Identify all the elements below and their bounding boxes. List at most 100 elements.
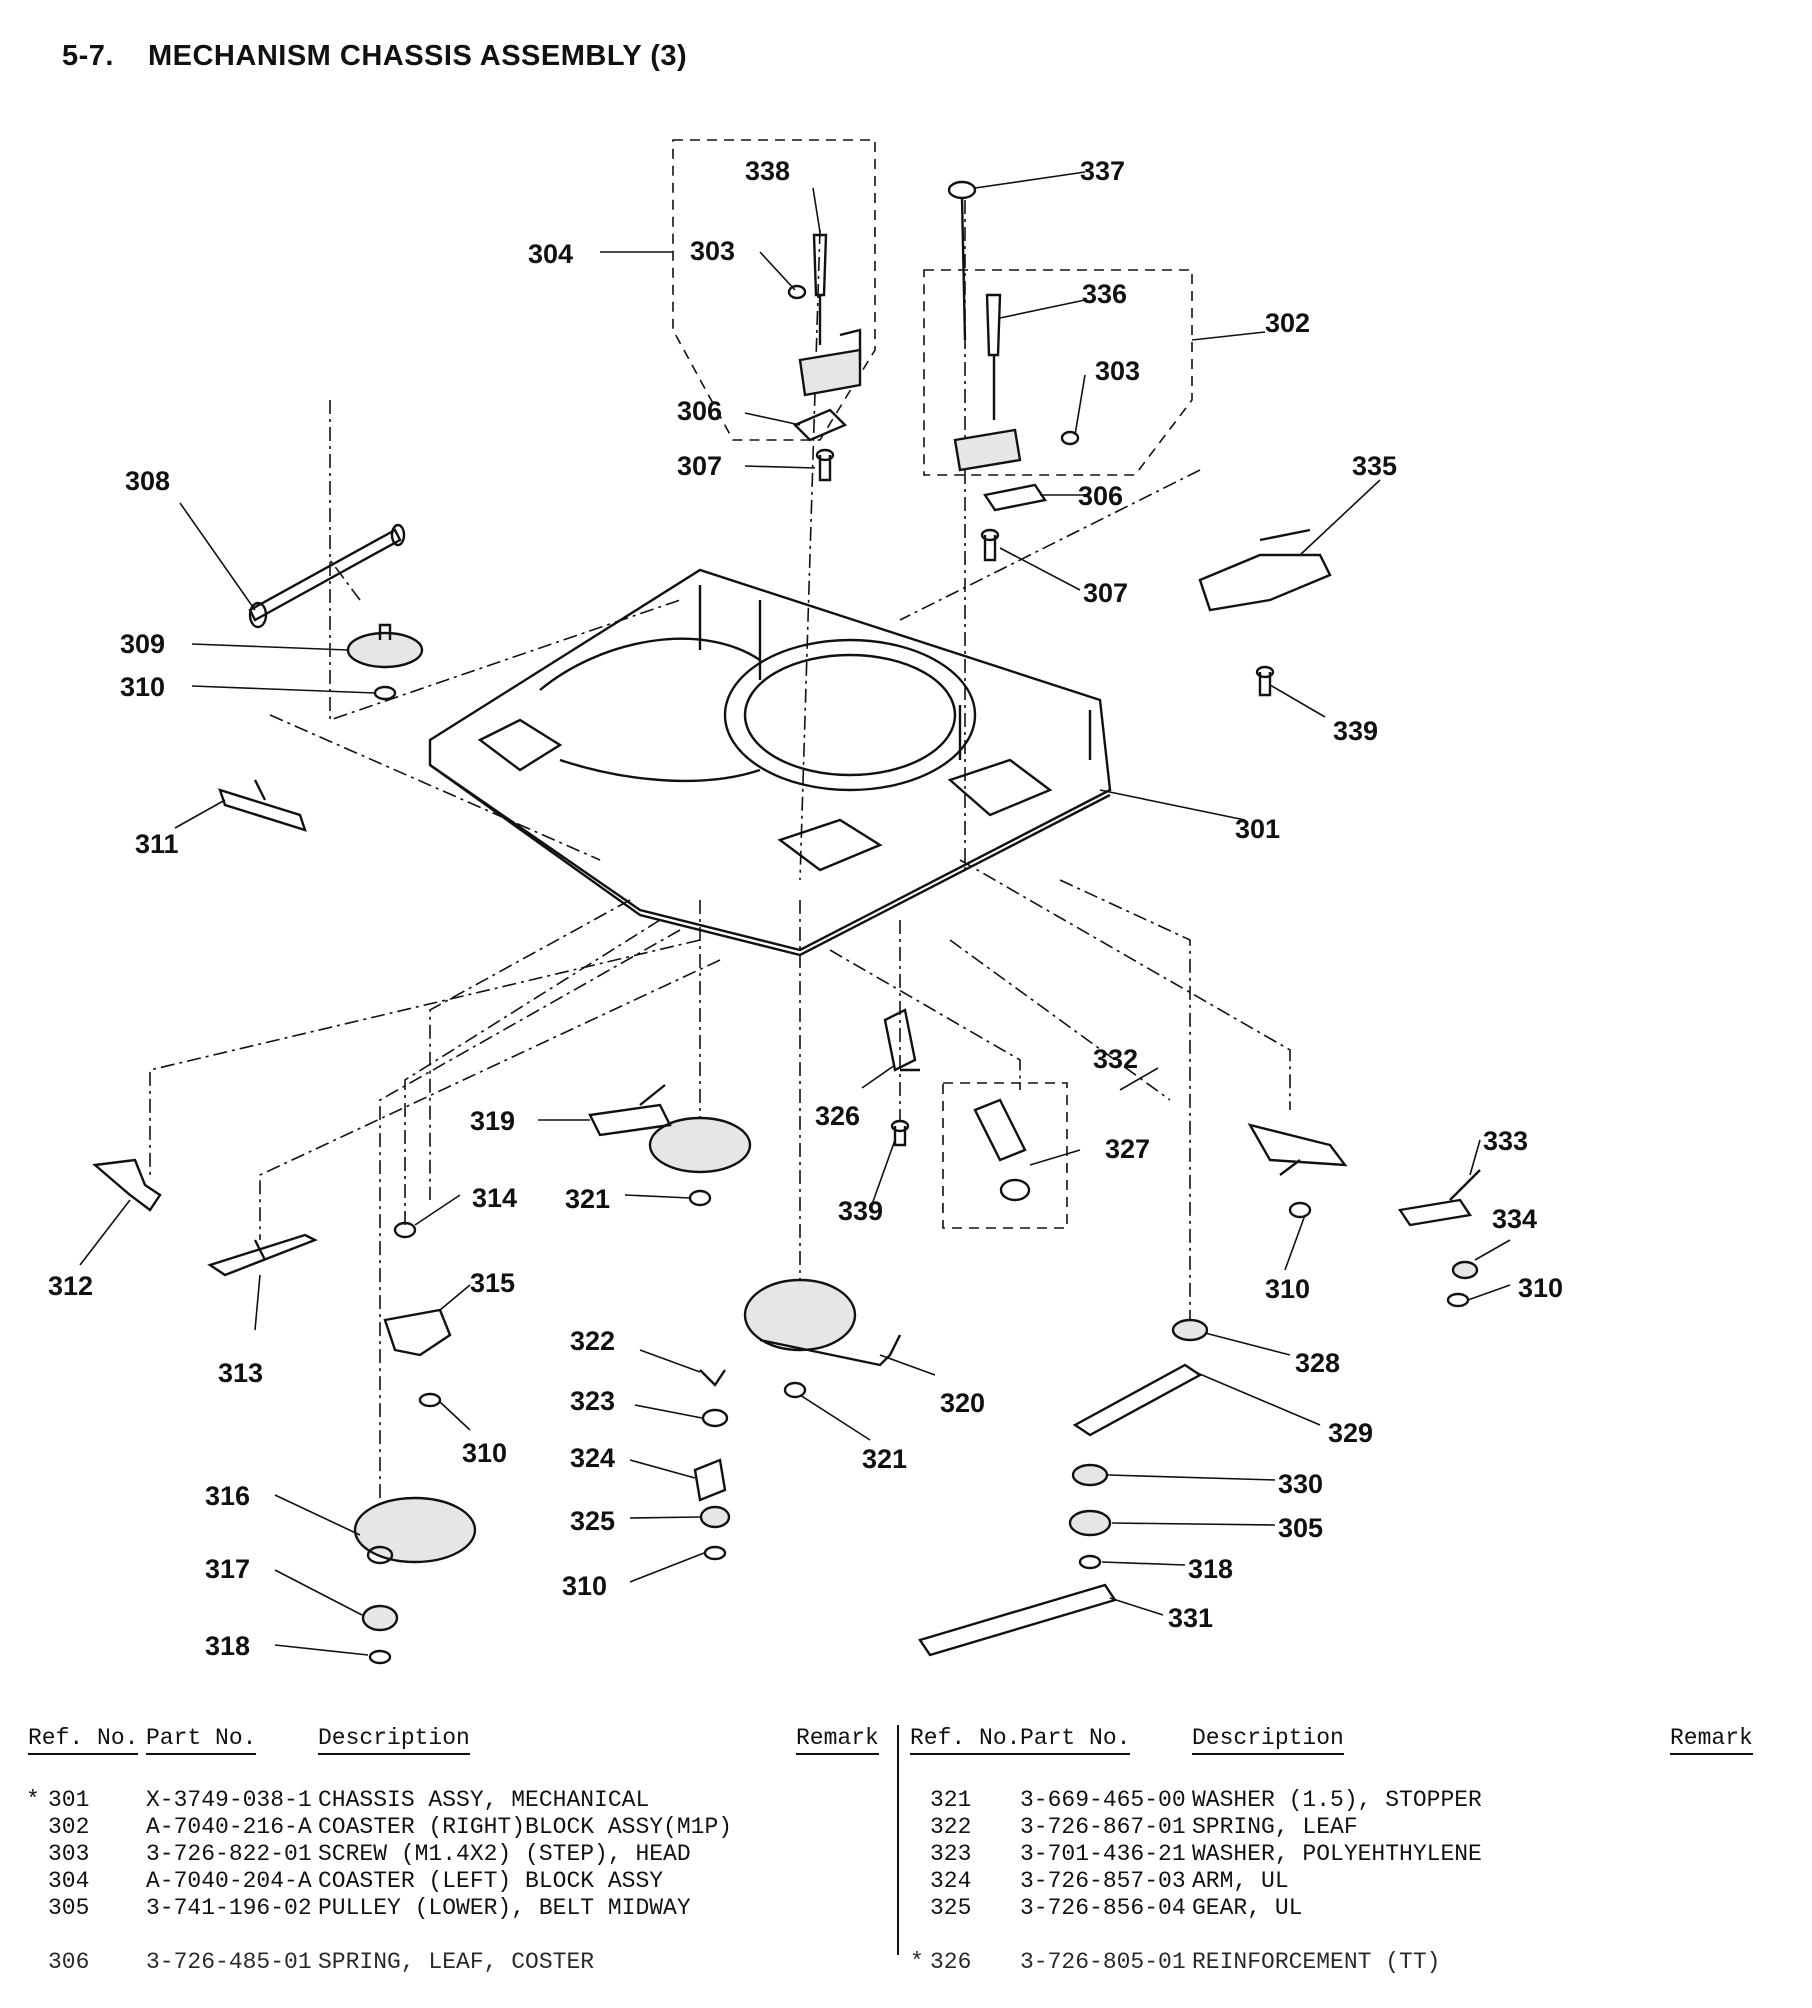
callout-307: 307 bbox=[1083, 578, 1128, 608]
ref-no: 321 bbox=[930, 1787, 972, 1813]
gear-320 bbox=[743, 1278, 902, 1367]
description: WASHER (1.5), STOPPER bbox=[1192, 1787, 1482, 1813]
description: WASHER, POLYEHTHYLENE bbox=[1192, 1841, 1482, 1867]
coaster-block-left bbox=[798, 328, 862, 397]
callout-308: 308 bbox=[125, 466, 170, 496]
gear-309 bbox=[346, 623, 424, 669]
bracket-335 bbox=[1198, 528, 1332, 612]
callout-335: 335 bbox=[1352, 451, 1397, 481]
callout-310: 310 bbox=[120, 672, 165, 702]
callout-309: 309 bbox=[120, 629, 165, 659]
washer-314 bbox=[393, 1221, 417, 1239]
callout-321: 321 bbox=[565, 1184, 610, 1214]
header-remark: Remark bbox=[1670, 1725, 1753, 1755]
pulley-317 bbox=[361, 1604, 399, 1632]
screw-339-a bbox=[1255, 665, 1275, 697]
callout-327: 327 bbox=[1105, 1134, 1150, 1164]
header-description: Description bbox=[1192, 1725, 1344, 1755]
callout-339: 339 bbox=[1333, 716, 1378, 746]
part-no: 3-669-465-00 bbox=[1020, 1787, 1186, 1813]
description: SCREW (M1.4X2) (STEP), HEAD bbox=[318, 1841, 691, 1867]
part-no: 3-726-822-01 bbox=[146, 1841, 312, 1867]
description: SPRING, LEAF, COSTER bbox=[318, 1949, 595, 1975]
pin-338 bbox=[812, 233, 828, 345]
part-no: X-3749-038-1 bbox=[146, 1787, 312, 1813]
callout-332: 332 bbox=[1093, 1044, 1138, 1074]
screw-303-left bbox=[787, 284, 807, 300]
callout-331: 331 bbox=[1168, 1603, 1213, 1633]
ref-no: 322 bbox=[930, 1814, 972, 1840]
pulley-305 bbox=[1068, 1509, 1112, 1537]
lever-333 bbox=[1397, 1169, 1481, 1227]
ref-no: 326 bbox=[930, 1949, 972, 1975]
part-no: 3-726-867-01 bbox=[1020, 1814, 1186, 1840]
callout-329: 329 bbox=[1328, 1418, 1373, 1448]
part-no: 3-741-196-02 bbox=[146, 1895, 312, 1921]
leaf-306-right bbox=[983, 483, 1047, 512]
callout-315: 315 bbox=[470, 1268, 515, 1298]
header-ref-no: Ref. No. bbox=[28, 1725, 139, 1755]
callout-310: 310 bbox=[1518, 1273, 1563, 1303]
washer-318-b bbox=[1078, 1554, 1102, 1570]
mark: * bbox=[910, 1949, 924, 1975]
part-no: A-7040-204-A bbox=[146, 1868, 312, 1894]
callout-312: 312 bbox=[48, 1271, 93, 1301]
callout-319: 319 bbox=[470, 1106, 515, 1136]
header-part-no: Part No. bbox=[1020, 1725, 1131, 1755]
callout-314: 314 bbox=[472, 1183, 517, 1213]
screw-307-left bbox=[815, 448, 835, 482]
section-title: 5-7.MECHANISM CHASSIS ASSEMBLY (3) bbox=[62, 40, 687, 73]
callout-323: 323 bbox=[570, 1386, 615, 1416]
ref-no: 303 bbox=[48, 1841, 90, 1867]
description: SPRING, LEAF bbox=[1192, 1814, 1358, 1840]
washer-310-b bbox=[418, 1392, 442, 1408]
callout-318: 318 bbox=[1188, 1554, 1233, 1584]
callout-318: 318 bbox=[205, 1631, 250, 1661]
part-no: 3-726-857-03 bbox=[1020, 1868, 1186, 1894]
callout-305: 305 bbox=[1278, 1513, 1323, 1543]
washer-321-b bbox=[783, 1381, 807, 1399]
ref-no: 323 bbox=[930, 1841, 972, 1867]
mark: * bbox=[26, 1787, 40, 1813]
washer-321-a bbox=[688, 1189, 712, 1207]
description: GEAR, UL bbox=[1192, 1895, 1303, 1921]
callout-306: 306 bbox=[677, 396, 722, 426]
callout-303: 303 bbox=[690, 236, 735, 266]
callout-338: 338 bbox=[745, 156, 790, 186]
shaft-308 bbox=[248, 523, 406, 629]
header-remark: Remark bbox=[796, 1725, 879, 1755]
bracket-326 bbox=[883, 1008, 920, 1072]
lever-312 bbox=[92, 1158, 162, 1212]
callout-306: 306 bbox=[1078, 481, 1123, 511]
chassis-plate bbox=[428, 568, 1112, 957]
ref-no: 324 bbox=[930, 1868, 972, 1894]
header-description: Description bbox=[318, 1725, 470, 1755]
description: ARM, UL bbox=[1192, 1868, 1289, 1894]
washer-310-a bbox=[373, 685, 397, 701]
part-no: 3-726-856-04 bbox=[1020, 1895, 1186, 1921]
callout-324: 324 bbox=[570, 1443, 615, 1473]
pulley-330 bbox=[1071, 1463, 1109, 1487]
lever-332 bbox=[1247, 1123, 1348, 1176]
callout-302: 302 bbox=[1265, 308, 1310, 338]
washer-310-e bbox=[1446, 1292, 1470, 1308]
callout-310: 310 bbox=[562, 1571, 607, 1601]
part-no: 3-726-805-01 bbox=[1020, 1949, 1186, 1975]
callout-310: 310 bbox=[462, 1438, 507, 1468]
header-part-no: Part No. bbox=[146, 1725, 257, 1755]
callout-307: 307 bbox=[677, 451, 722, 481]
section-number: 5-7. bbox=[62, 40, 114, 72]
callout-310: 310 bbox=[1265, 1274, 1310, 1304]
callout-322: 322 bbox=[570, 1326, 615, 1356]
screw-307-right bbox=[980, 528, 1000, 562]
arm-324 bbox=[693, 1458, 727, 1502]
description: REINFORCEMENT (TT) bbox=[1192, 1949, 1441, 1975]
column-divider bbox=[897, 1725, 899, 1955]
pin-336 bbox=[985, 293, 1002, 420]
screw-339-b bbox=[890, 1119, 910, 1147]
coaster-block-right bbox=[953, 428, 1022, 472]
leaf-306-left bbox=[792, 408, 848, 442]
description: CHASSIS ASSY, MECHANICAL bbox=[318, 1787, 650, 1813]
spring-322 bbox=[699, 1369, 726, 1387]
ref-no: 301 bbox=[48, 1787, 90, 1813]
